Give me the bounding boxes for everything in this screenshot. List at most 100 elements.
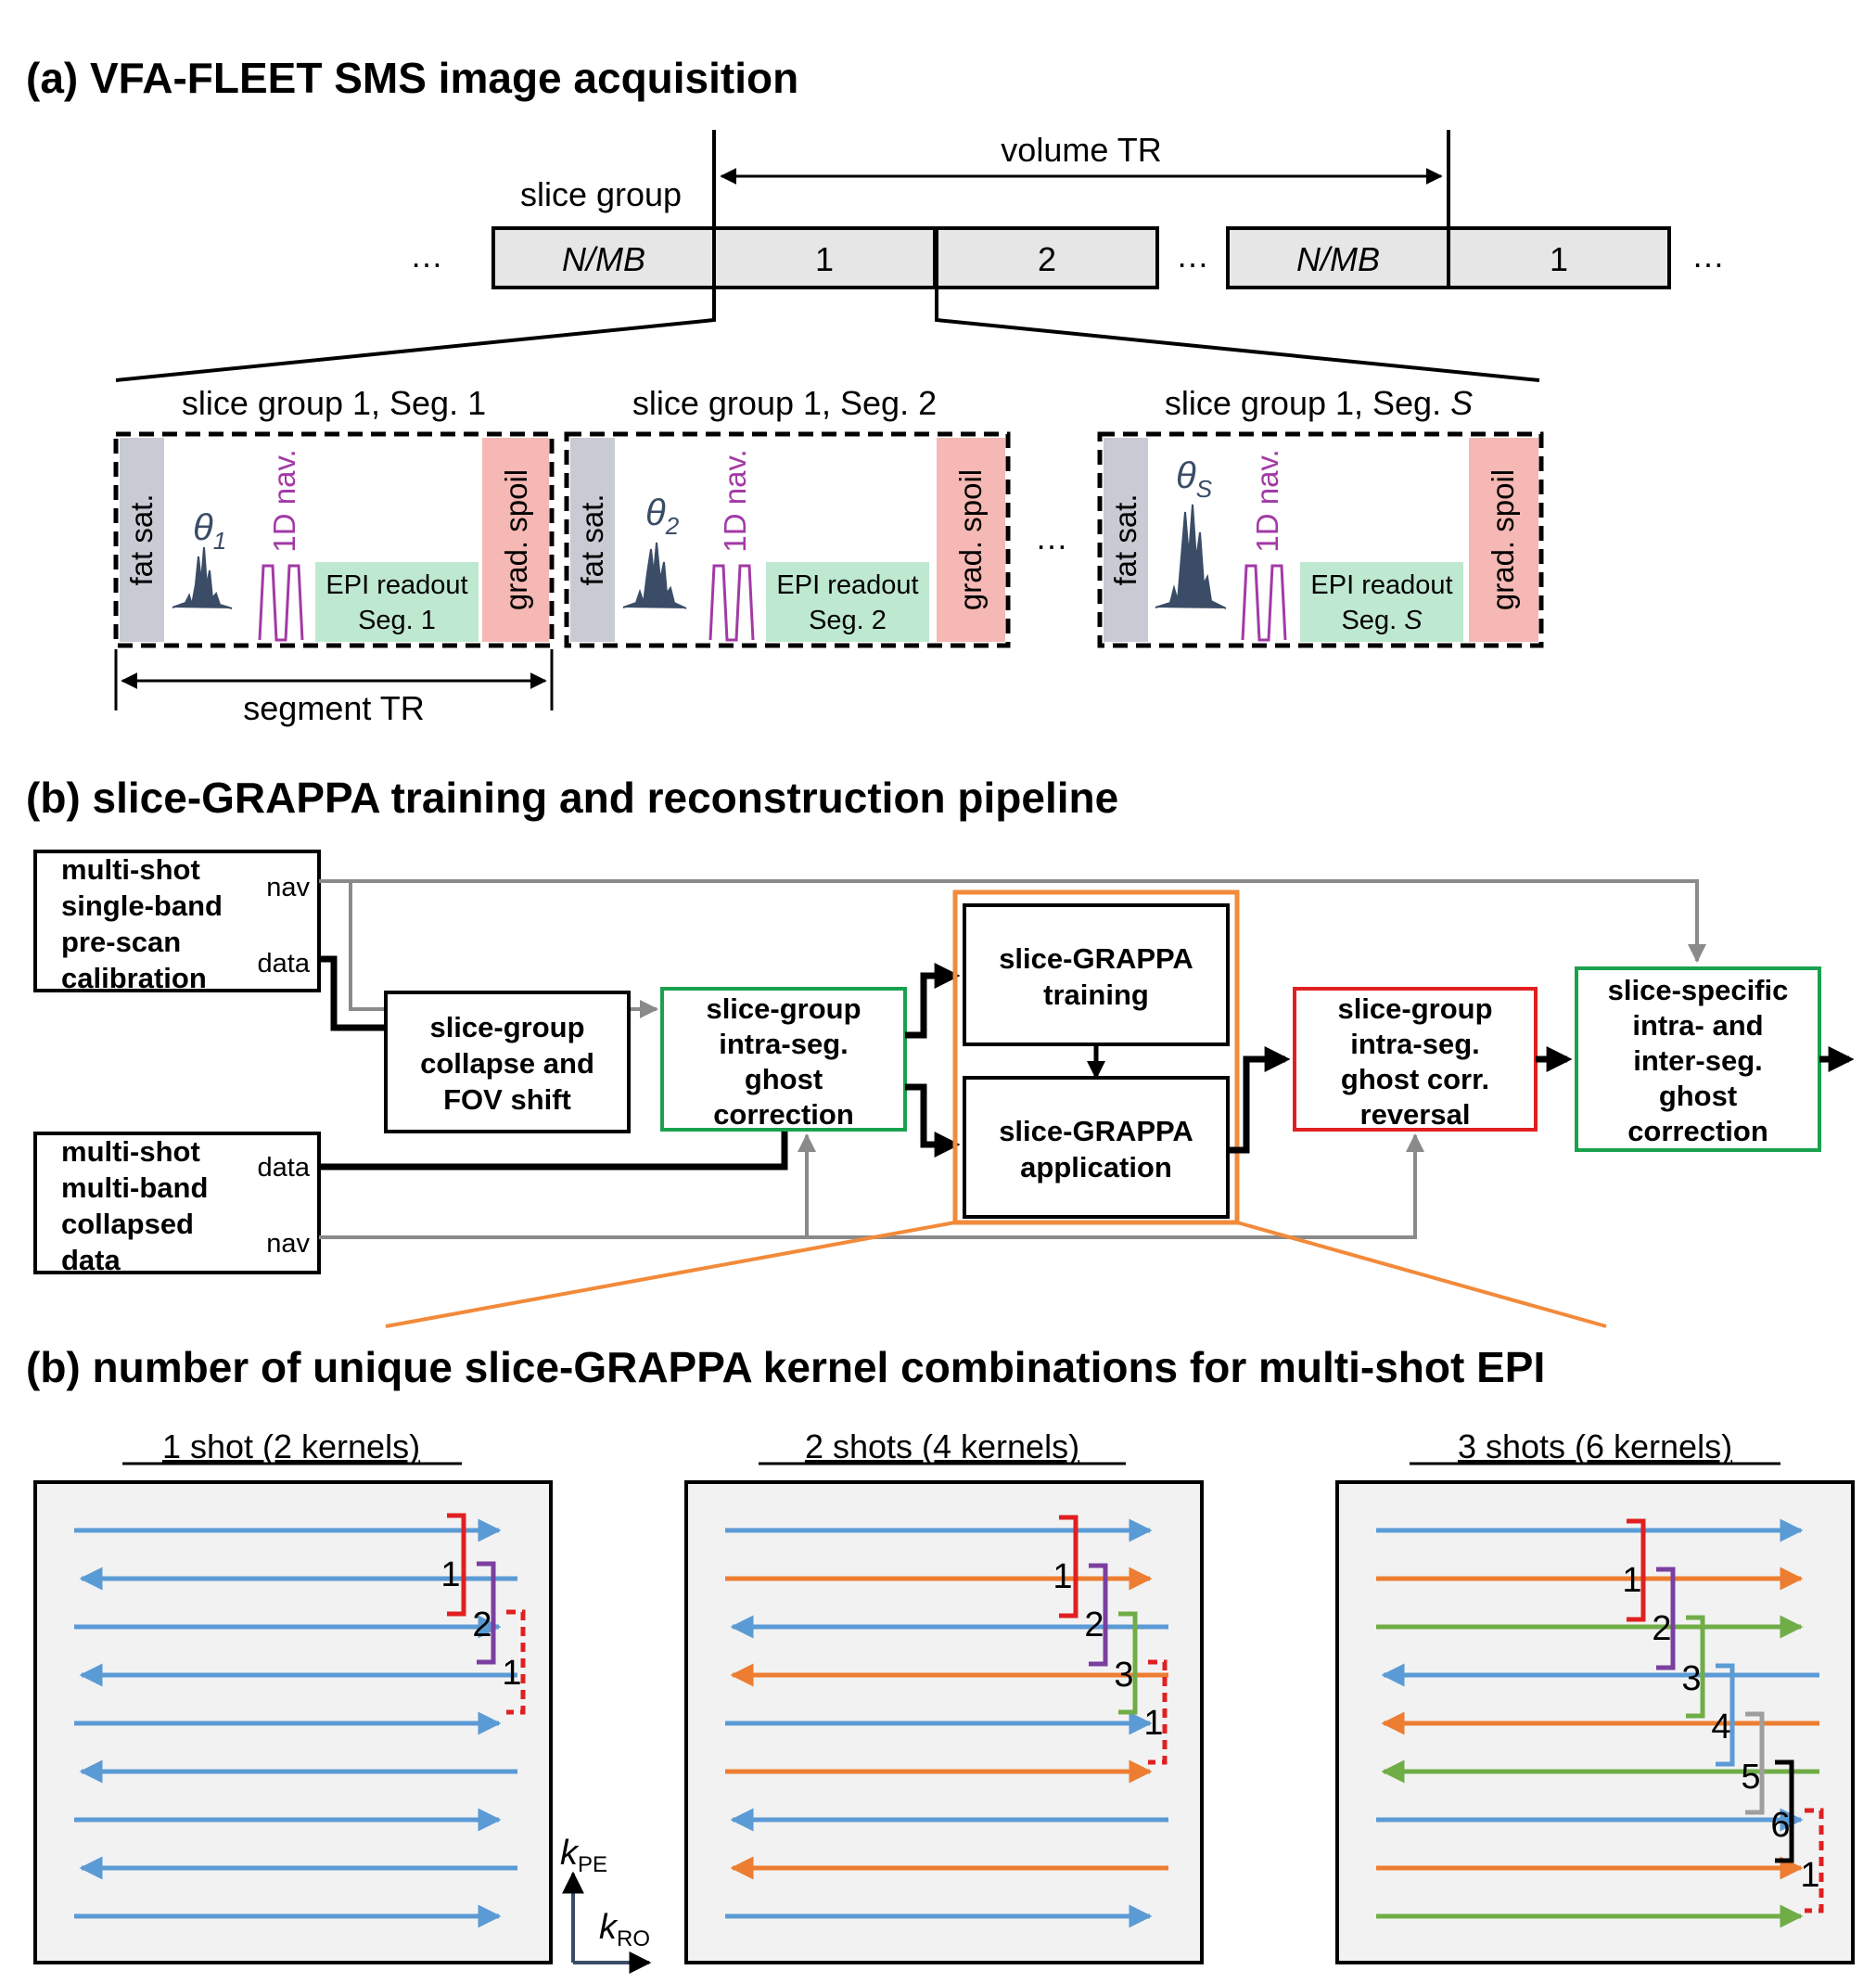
kernel-bracket (1745, 1711, 1765, 1815)
ellipsis-mid: … (1176, 237, 1209, 275)
kernel-label: 1 (1053, 1557, 1072, 1596)
rf-pulse-2 (622, 542, 687, 609)
group-label-nmb-2: N/MB (1296, 240, 1380, 278)
ghost-correction-box (660, 987, 907, 1132)
specific-line5: correction (1627, 1115, 1768, 1147)
fat-sat-label-s: fat sat. (1108, 493, 1142, 585)
group-label-1: 1 (815, 240, 834, 278)
kernel-bracket (506, 1609, 526, 1715)
kernel-bracket (1656, 1567, 1676, 1670)
theta-s: θS (1176, 455, 1213, 503)
section-c-title: (b) number of unique slice-GRAPPA kernel… (26, 1343, 1545, 1391)
kpe-label: kPE (560, 1834, 607, 1877)
specific-line4: ghost (1659, 1080, 1737, 1112)
input-top-nav-label: nav (266, 873, 310, 902)
ellipsis-left: … (410, 237, 443, 275)
kernel-label: 6 (1770, 1806, 1790, 1845)
group-label-2: 2 (1038, 240, 1056, 278)
arrow-to-training (905, 963, 961, 1039)
kernel-label: 2 (472, 1606, 491, 1644)
volume-tr-label: volume TR (1001, 131, 1161, 169)
kernel-label: 2 (1084, 1606, 1104, 1644)
rf-pulse-1 (172, 546, 233, 609)
orange-zoom-right (1236, 1221, 1607, 1328)
slice-grappa-application-box (963, 1076, 1230, 1219)
nav-wave-s (1241, 564, 1287, 642)
epi-readout-line2-2: Seg. 2 (809, 606, 887, 635)
segment-ellipsis: … (1035, 518, 1068, 557)
kernel-bracket (1716, 1663, 1735, 1767)
nav-label-1: 1D nav. (267, 449, 301, 552)
kernel-label: 1 (502, 1654, 521, 1693)
kernel-bracket (447, 1513, 466, 1617)
segment-tr-label: segment TR (243, 689, 424, 727)
group-box-2 (935, 226, 1159, 289)
grad-spoil-block-2 (937, 438, 1005, 642)
nav-arrow-to-ghost-corr (349, 881, 658, 1018)
nav-label-2: 1D nav. (718, 449, 752, 552)
panel-2-title: 2 shots (4 kernels) (805, 1427, 1079, 1465)
epi-readout-line2-s: Seg. S (1341, 606, 1423, 635)
data-arrow-bottom-to-ghost-corr (319, 1130, 788, 1171)
grad-spoil-label-1: grad. spoil (499, 469, 533, 610)
segment-s-title: slice group 1, Seg. S (1165, 384, 1473, 422)
group-label-1b: 1 (1550, 240, 1568, 278)
kernel-bracket (1686, 1615, 1705, 1719)
ghost-corr-line1: slice-group (706, 992, 861, 1025)
segment-2-title: slice group 1, Seg. 2 (632, 384, 937, 422)
input-bottom-line1: multi-shot (61, 1135, 200, 1168)
nav-label-s: 1D nav. (1250, 449, 1284, 552)
group-box-1b (1447, 226, 1671, 289)
nav-arrow-to-specific (319, 879, 1706, 963)
rf-pulse-s (1155, 504, 1227, 609)
kernel-label: 2 (1652, 1609, 1671, 1648)
input-top-line1: multi-shot (61, 853, 200, 886)
kernel-bracket (1775, 1759, 1794, 1863)
input-top-line3: pre-scan (61, 926, 181, 958)
specific-line3: inter-seg. (1633, 1044, 1763, 1077)
grad-spoil-label-s: grad. spoil (1486, 469, 1520, 610)
theta-1: θ1 (193, 507, 226, 555)
kernel-label: 1 (1143, 1704, 1163, 1743)
epi-readout-line2-1: Seg. 1 (358, 606, 436, 635)
input-top-line2: single-band (61, 889, 223, 922)
theta-2: θ2 (645, 493, 680, 540)
kernel-label: 3 (1114, 1656, 1133, 1695)
fat-sat-block-1 (120, 438, 164, 642)
epi-readout-line1-s: EPI readout (1310, 570, 1452, 600)
group-box-nmb-2 (1226, 226, 1450, 289)
grad-spoil-block-s (1469, 438, 1538, 642)
reversal-line2: intra-seg. (1350, 1028, 1480, 1060)
data-arrow-to-collapse (319, 955, 384, 1031)
slice-grappa-training-box (963, 903, 1230, 1046)
kernel-bracket (1059, 1515, 1078, 1618)
collapse-fov-shift-box (384, 991, 631, 1133)
fat-sat-block-s (1104, 438, 1148, 642)
nav-wave-1 (258, 564, 304, 642)
ellipsis-right: … (1691, 237, 1725, 275)
segment-s: slice group 1, Seg. S fat sat. θS 1D nav… (1097, 384, 1544, 648)
grad-spoil-block-1 (482, 438, 549, 642)
application-line1: slice-GRAPPA (999, 1115, 1193, 1147)
kernel-bracket (1627, 1518, 1646, 1622)
section-b-title: (b) slice-GRAPPA training and reconstruc… (26, 774, 1118, 822)
panel-1-title: 1 shot (2 kernels) (162, 1427, 420, 1465)
segment-1: slice group 1, Seg. 1 fat sat. θ1 1D nav… (113, 384, 555, 648)
input-collapsed-box (33, 1132, 321, 1274)
arrow-to-application (905, 1083, 961, 1158)
zoom-line-right (935, 288, 1540, 382)
segment-2: slice group 1, Seg. 2 fat sat. θ2 1D nav… (564, 384, 1011, 648)
zoom-line-left (115, 288, 716, 382)
kernel-label: 1 (1800, 1856, 1819, 1895)
kernel-label: 3 (1681, 1659, 1701, 1698)
collapse-line3: FOV shift (443, 1083, 571, 1116)
kernel-label: 4 (1711, 1708, 1730, 1746)
ghost-corr-line3: ghost (745, 1063, 823, 1095)
grad-spoil-label-2: grad. spoil (953, 469, 988, 610)
kernel-label: 1 (1622, 1561, 1641, 1600)
group-label-nmb-1: N/MB (562, 240, 645, 278)
input-bottom-data-label: data (258, 1153, 311, 1183)
panel-1-kernel-labels: 1 2 1 (440, 1555, 521, 1693)
panel-3-title: 3 shots (6 kernels) (1458, 1427, 1732, 1465)
